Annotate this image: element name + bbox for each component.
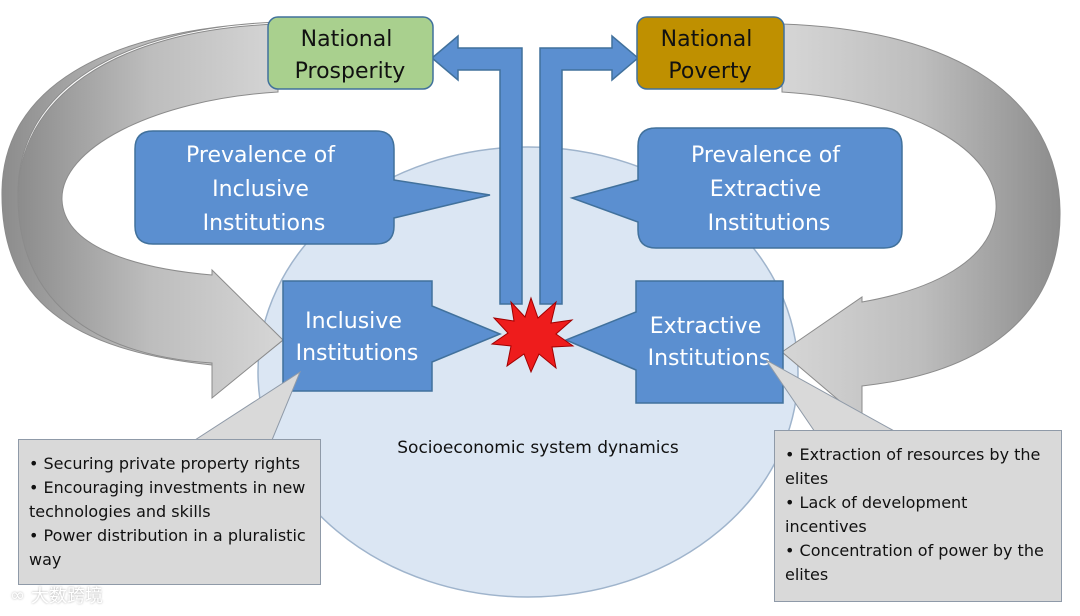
national-poverty-line1: National [661, 27, 753, 52]
svg-text:Inclusive Institutions: Inclusive Institutions [296, 309, 419, 366]
extractive-note-item: • Lack of development incentives [785, 493, 968, 536]
collision-star-icon [490, 296, 575, 374]
national-prosperity-box [267, 16, 434, 90]
prevalence-extractive-line2: Extractive [710, 177, 821, 202]
inclusive-institutions-callout [282, 280, 502, 392]
inclusive-note-item: • Securing private property rights [29, 454, 301, 473]
extractive-note-item: • Extraction of resources by the elites [785, 445, 1041, 488]
inclusive-note-item: • Power distribution in a pluralistic wa… [29, 526, 306, 569]
system-dynamics-label: Socioeconomic system dynamics [397, 438, 679, 458]
national-poverty-box [636, 16, 785, 90]
extractive-note-item: • Concentration of power by the elites [785, 541, 1044, 584]
inclusive-institutions-line2: Institutions [296, 341, 419, 366]
prevalence-inclusive-line1: Prevalence of [186, 143, 336, 168]
svg-text:Prevalence of Extractive: Prevalence of Extractive Institutions [691, 143, 847, 236]
extractive-institutions-line2: Institutions [648, 346, 771, 371]
svg-text:Prevalence of Inclusive: Prevalence of Inclusive Institutions [186, 143, 342, 236]
prevalence-extractive-line1: Prevalence of [691, 143, 841, 168]
arrow-to-poverty [539, 34, 640, 305]
left-feedback-band [17, 23, 284, 400]
prevalence-extractive-line3: Institutions [708, 211, 831, 236]
inclusive-note-item: • Encouraging investments in new technol… [29, 478, 306, 521]
watermark: ∞ 大数跨境 [10, 582, 103, 608]
extractive-institutions-callout [564, 280, 784, 404]
national-poverty-line2: Poverty [668, 59, 751, 84]
right-feedback-band [781, 23, 1061, 422]
national-prosperity-line2: Prosperity [295, 59, 406, 84]
watermark-logo-icon: ∞ [10, 584, 25, 606]
arrow-to-prosperity [430, 34, 523, 305]
extractive-institutions-line1: Extractive [650, 314, 761, 339]
inclusive-note: • Securing private property rights • Enc… [18, 439, 321, 585]
svg-text:Extractive Institutions: Extractive Institutions [648, 314, 771, 371]
prevalence-extractive-callout [569, 127, 903, 249]
prevalence-inclusive-line2: Inclusive [212, 177, 309, 202]
national-prosperity-line1: National [301, 27, 393, 52]
inclusive-institutions-line1: Inclusive [305, 309, 402, 334]
svg-text:National Prosperity: National Prosperity [295, 27, 406, 84]
watermark-text: 大数跨境 [31, 586, 103, 607]
prevalence-inclusive-line3: Institutions [203, 211, 326, 236]
svg-text:National Poverty: National Poverty [661, 27, 760, 84]
extractive-note: • Extraction of resources by the elites … [774, 430, 1062, 602]
prevalence-inclusive-callout [134, 130, 491, 245]
system-ellipse [257, 146, 799, 598]
